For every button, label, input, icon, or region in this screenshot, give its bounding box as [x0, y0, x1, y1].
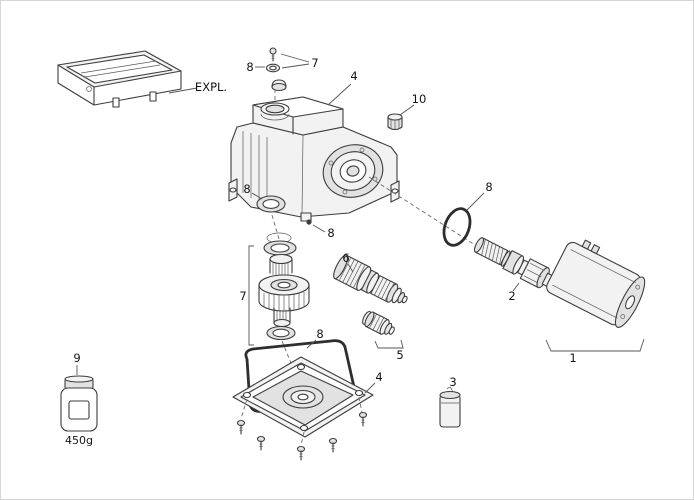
housing-boss — [322, 144, 384, 198]
part-label-8-oring: 8 — [485, 180, 492, 194]
part-label-9: 9 — [73, 351, 80, 365]
gearbox-housing — [228, 96, 400, 222]
oil-seal — [256, 195, 286, 213]
clutch-assembly-5 — [362, 310, 395, 335]
screw — [328, 437, 338, 453]
cover-tray — [57, 50, 182, 108]
part-label-5: 5 — [396, 348, 403, 362]
screw — [256, 435, 266, 451]
expl-leader-line — [168, 87, 198, 94]
screw — [358, 411, 368, 427]
leader-7-top-a — [280, 53, 310, 63]
part-label-8-seal: 8 — [243, 182, 250, 196]
leader-6 — [347, 263, 354, 273]
screw-dash-2 — [300, 431, 305, 446]
part-label-1: 1 — [569, 351, 576, 365]
part-label-8-top: 8 — [246, 60, 253, 74]
part-label-7: 7 — [239, 289, 246, 303]
top-washer — [265, 63, 281, 73]
part-label-6: 6 — [342, 251, 349, 265]
screw — [296, 445, 306, 461]
capacitor — [439, 386, 461, 428]
leader-8-gasket — [306, 339, 317, 349]
part-label-4-plate: 4 — [375, 370, 382, 384]
bracket-1 — [545, 338, 645, 352]
top-cap — [271, 79, 287, 92]
part-label-2: 2 — [508, 289, 515, 303]
o-ring — [442, 207, 472, 247]
screw — [236, 419, 246, 435]
top-screw — [269, 47, 277, 62]
motor-body — [546, 239, 646, 328]
leader-8-seal — [251, 192, 263, 200]
part-label-7-top: 7 — [311, 56, 318, 70]
leader-7-top-b — [281, 63, 310, 69]
leader-8-oring — [466, 192, 485, 211]
part-label-4-housing: 4 — [350, 69, 357, 83]
leader-4-housing — [327, 83, 352, 106]
bracket-7 — [248, 245, 254, 346]
grease-jar — [60, 375, 98, 432]
clutch-assembly-6 — [333, 254, 408, 304]
part-label-8-dot: 8 — [327, 226, 334, 240]
rotor-shaft — [473, 237, 557, 289]
gear-assembly — [258, 232, 310, 341]
screw-dash-1 — [240, 398, 248, 420]
bracket-5 — [374, 339, 404, 349]
leader-4-plate — [364, 382, 376, 394]
leader-2 — [512, 282, 520, 292]
screw-dash-3 — [358, 396, 363, 414]
expl-label: EXPL. — [195, 80, 227, 94]
leader-8-dot — [312, 224, 326, 233]
mounting-screws — [236, 396, 368, 461]
centerline-gears-top — [271, 214, 280, 240]
leader-10 — [399, 104, 415, 116]
part-label-10: 10 — [412, 92, 427, 106]
part-label-3: 3 — [449, 375, 456, 389]
small-screw-dot — [306, 219, 312, 225]
grease-weight-label: 450g — [65, 434, 93, 447]
part-label-8-gasket: 8 — [316, 327, 323, 341]
breather-plug — [387, 113, 403, 131]
base-plate — [232, 356, 374, 438]
